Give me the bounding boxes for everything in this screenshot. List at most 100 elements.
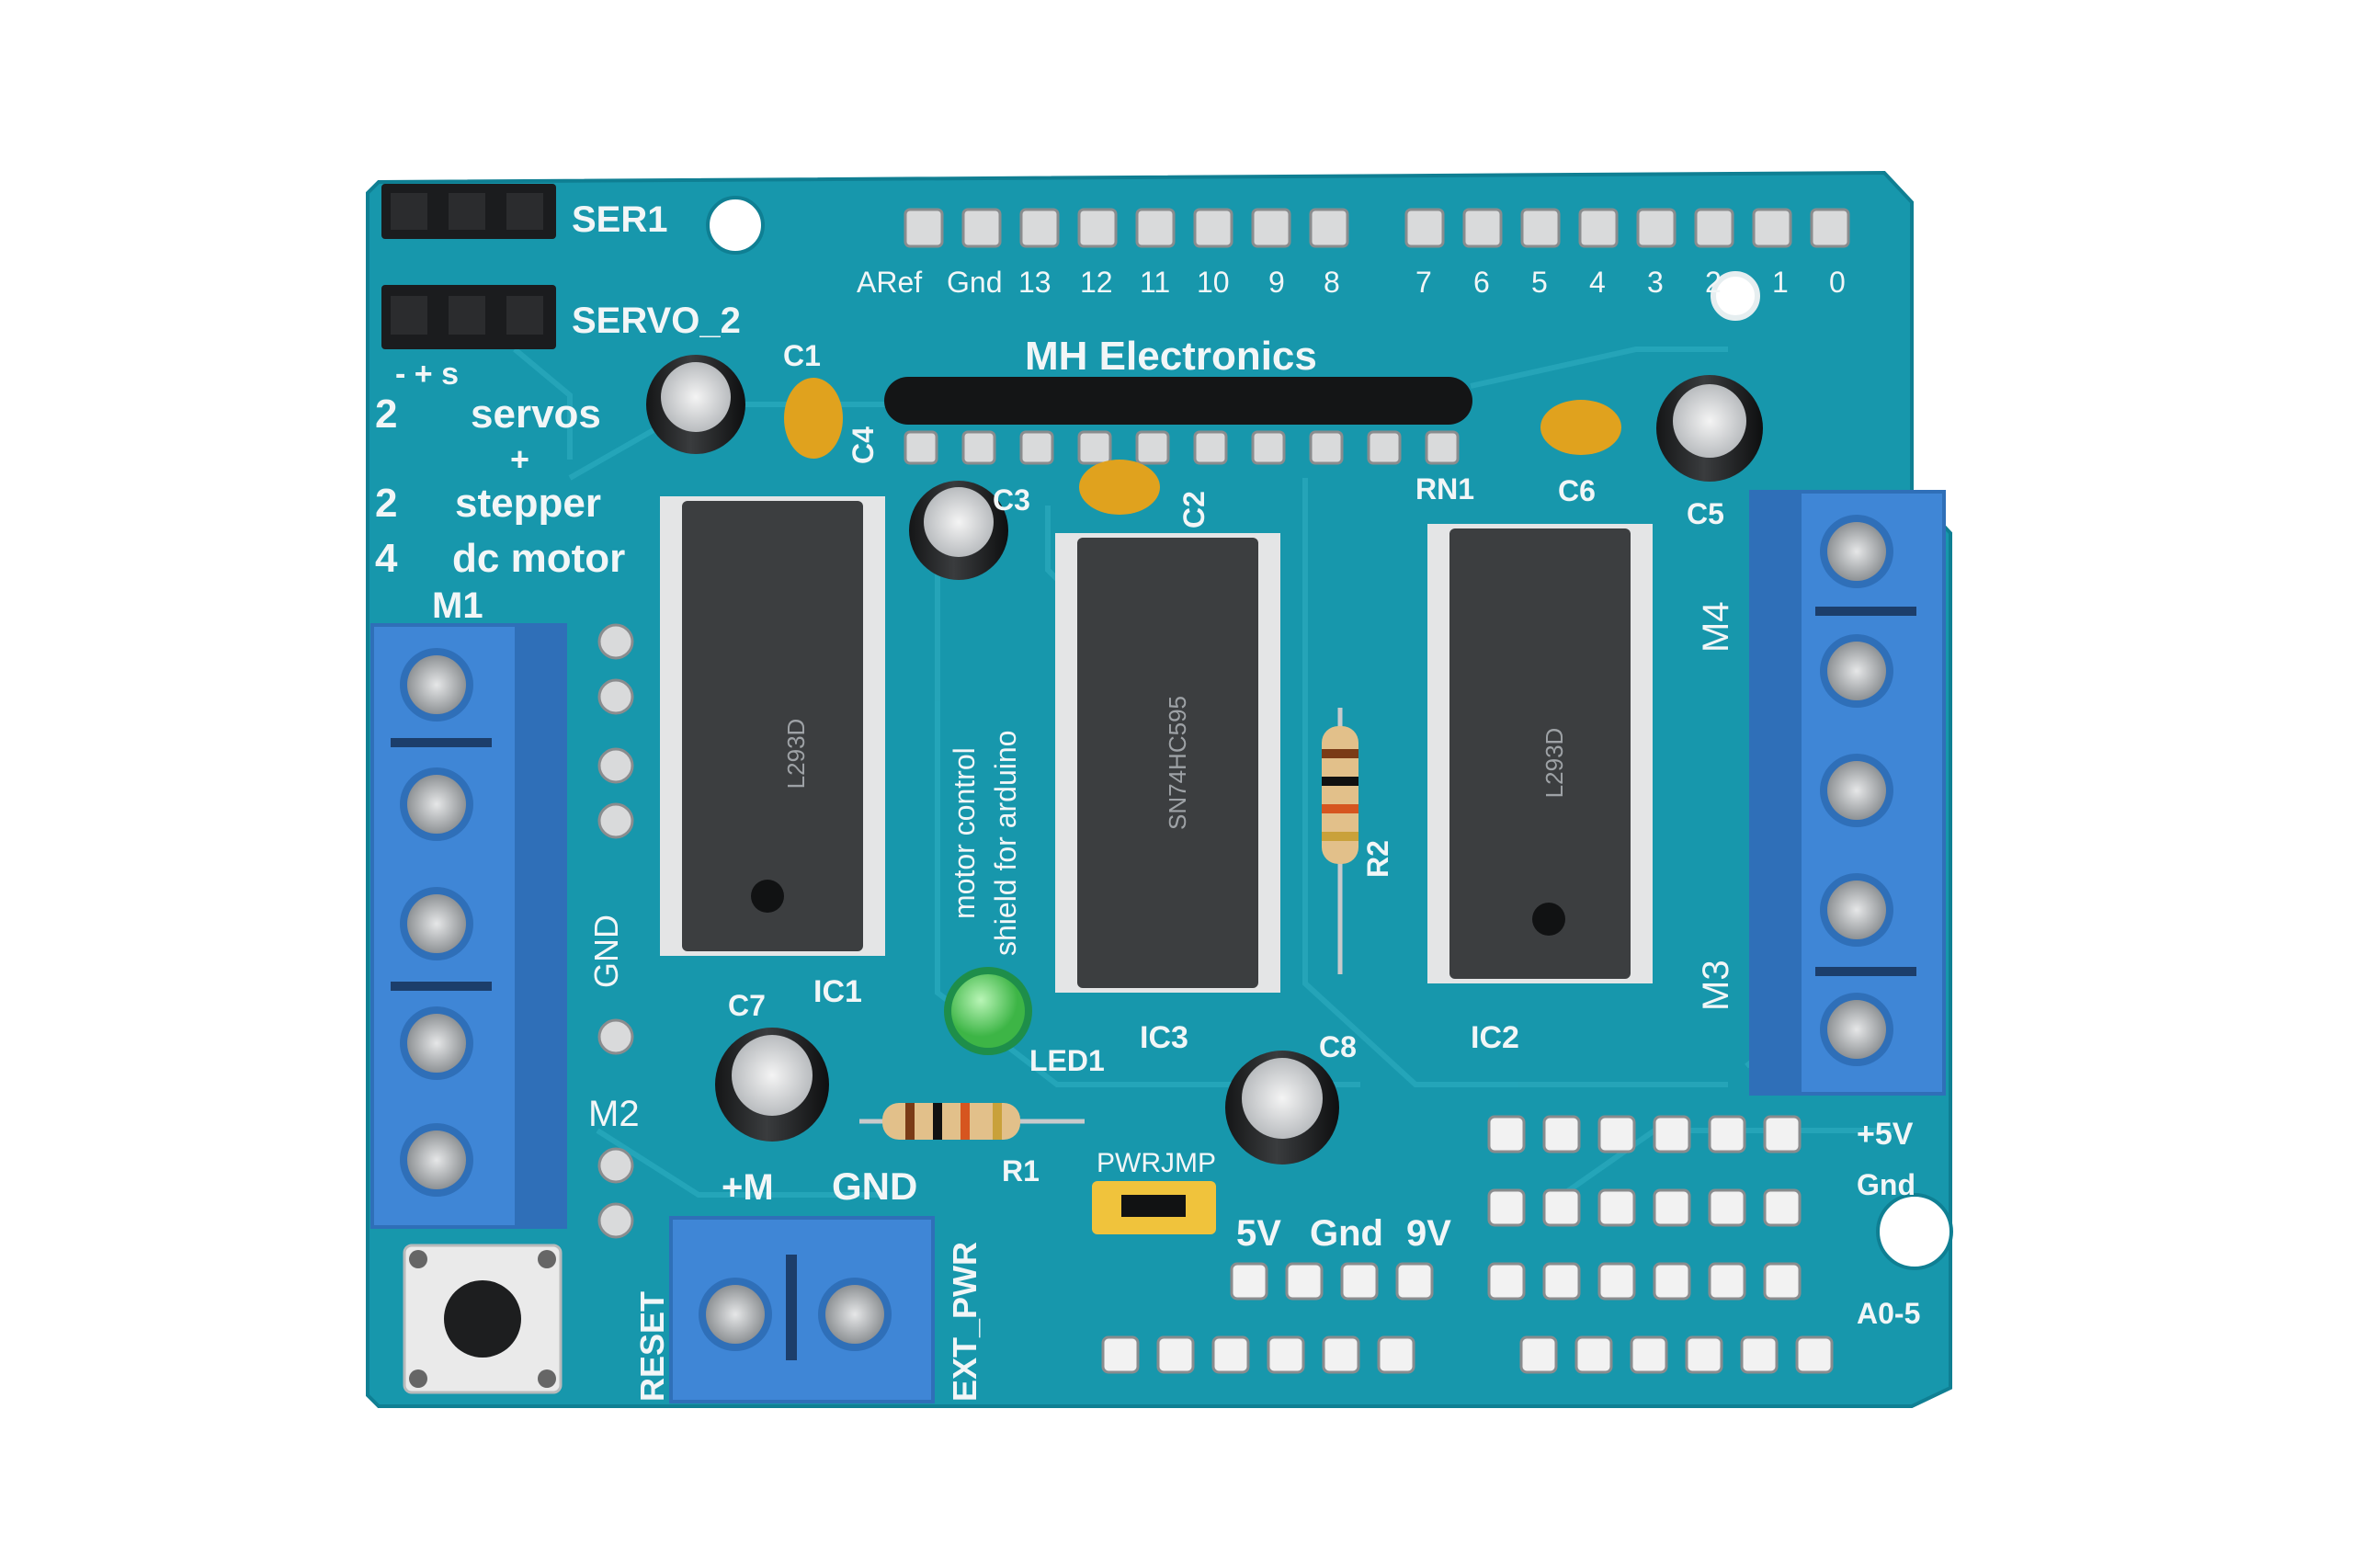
ic2-marking: L293D (1540, 728, 1568, 799)
screw (818, 1278, 892, 1351)
screw (1820, 873, 1893, 947)
ser1-header (381, 184, 556, 239)
header-label-1: 1 (1772, 266, 1789, 299)
ser1-label: SER1 (572, 199, 668, 240)
capacitor-c4-electrolytic (646, 355, 745, 454)
header-label-12: 12 (1080, 266, 1113, 299)
screw (1820, 515, 1893, 588)
terminal-block-ext-pwr (669, 1216, 935, 1403)
c2-label: C2 (1177, 491, 1211, 528)
c3-label: C3 (993, 483, 1030, 517)
m1-label: M1 (432, 585, 483, 626)
servos-label: servos (471, 392, 601, 437)
ic3-chip: SN74HC595 (1055, 533, 1280, 993)
c6-label: C6 (1558, 474, 1596, 507)
led1 (944, 967, 1032, 1055)
capacitor-c1 (784, 378, 843, 459)
count-stepper: 2 (375, 481, 397, 526)
screw (1820, 634, 1893, 708)
ic3-label: IC3 (1140, 1020, 1188, 1055)
plus-label: + (510, 440, 529, 478)
header-label-gnd: Gnd (947, 266, 1002, 299)
ic1-marking: L293D (782, 719, 810, 790)
capacitor-c5-electrolytic (1656, 375, 1763, 482)
v5-label: 5V (1236, 1213, 1281, 1254)
ic2-label: IC2 (1471, 1020, 1519, 1055)
brand-label: MH Electronics (1025, 334, 1317, 379)
capacitor-c8-electrolytic (1225, 1051, 1339, 1165)
pwr-jumper[interactable] (1092, 1181, 1216, 1234)
reset-button[interactable] (403, 1244, 563, 1394)
header-label-0: 0 (1829, 266, 1846, 299)
c7-label: C7 (728, 989, 766, 1022)
r1-label: R1 (1002, 1154, 1040, 1187)
screw (400, 767, 473, 841)
header-label-6: 6 (1473, 266, 1490, 299)
pwrjmp-label: PWRJMP (1097, 1148, 1216, 1178)
capacitor-c3-electrolytic (909, 481, 1008, 580)
screw (400, 1123, 473, 1197)
servo2-header (381, 285, 556, 349)
gnd-side-label: GND (587, 915, 625, 988)
proto-pad-grid (1101, 1115, 1834, 1374)
plus-m-label: +M (722, 1167, 774, 1208)
header-label-8: 8 (1324, 266, 1340, 299)
shield-label-line2: shield for arduino (989, 731, 1022, 956)
header-label-10: 10 (1197, 266, 1230, 299)
reset-label: RESET (633, 1291, 671, 1402)
rn1-resistor-network (884, 377, 1472, 465)
gnd-jumper-label: Gnd (1310, 1213, 1383, 1254)
gnd-side-pads (597, 623, 634, 1239)
plus5v-label: +5V (1857, 1117, 1914, 1152)
header-label-2: 2 (1705, 266, 1722, 299)
screw (1820, 993, 1893, 1066)
m4-label: M4 (1696, 601, 1736, 653)
header-label-7: 7 (1415, 266, 1432, 299)
gnd-ext-label: GND (832, 1165, 917, 1208)
capacitor-c7-electrolytic (715, 1028, 829, 1142)
header-label-13: 13 (1018, 266, 1051, 299)
screw (699, 1278, 772, 1351)
m3-label: M3 (1696, 960, 1736, 1011)
shield-label-line1: motor control (948, 747, 981, 919)
ic2-chip: L293D (1427, 524, 1653, 983)
dc-motor-label: dc motor (452, 536, 625, 581)
a0-5-label: A0-5 (1857, 1297, 1920, 1330)
screw (400, 887, 473, 960)
stepper-label: stepper (455, 481, 601, 526)
screw (400, 1006, 473, 1080)
c1-label: C1 (783, 339, 821, 372)
header-label-11: 11 (1140, 266, 1170, 299)
header-label-3: 3 (1647, 266, 1664, 299)
mounting-hole (706, 196, 765, 255)
led1-label: LED1 (1029, 1044, 1105, 1077)
count-dc: 4 (375, 536, 398, 581)
c8-label: C8 (1319, 1030, 1357, 1063)
ic1-chip: L293D (660, 496, 885, 956)
servo-pin-label: - + s (395, 357, 459, 392)
gnd-right-label: Gnd (1857, 1168, 1915, 1201)
m2-label: M2 (588, 1094, 640, 1134)
screw (1820, 754, 1893, 827)
screw (400, 648, 473, 722)
ext-pwr-label: EXT_PWR (946, 1242, 983, 1402)
terminal-block-m3-m4 (1749, 490, 1946, 1096)
mounting-hole (1876, 1193, 1953, 1270)
v9-label: 9V (1406, 1213, 1451, 1254)
capacitor-c6 (1540, 400, 1621, 455)
top-header-pads-right (1404, 208, 1850, 248)
servo2-label: SERVO_2 (572, 301, 741, 341)
resistor-r1 (859, 1103, 1085, 1140)
capacitor-c2 (1079, 460, 1160, 515)
resistor-r2 (1322, 708, 1358, 974)
ic1-label: IC1 (813, 974, 862, 1009)
rn1-label: RN1 (1415, 472, 1474, 506)
header-label-5: 5 (1531, 266, 1548, 299)
count-servos: 2 (375, 392, 397, 437)
ic3-marking: SN74HC595 (1164, 696, 1191, 830)
header-label-4: 4 (1589, 266, 1606, 299)
header-label-9: 9 (1268, 266, 1285, 299)
terminal-block-m1-m2 (370, 623, 567, 1229)
top-header-pads-left (904, 208, 1349, 248)
